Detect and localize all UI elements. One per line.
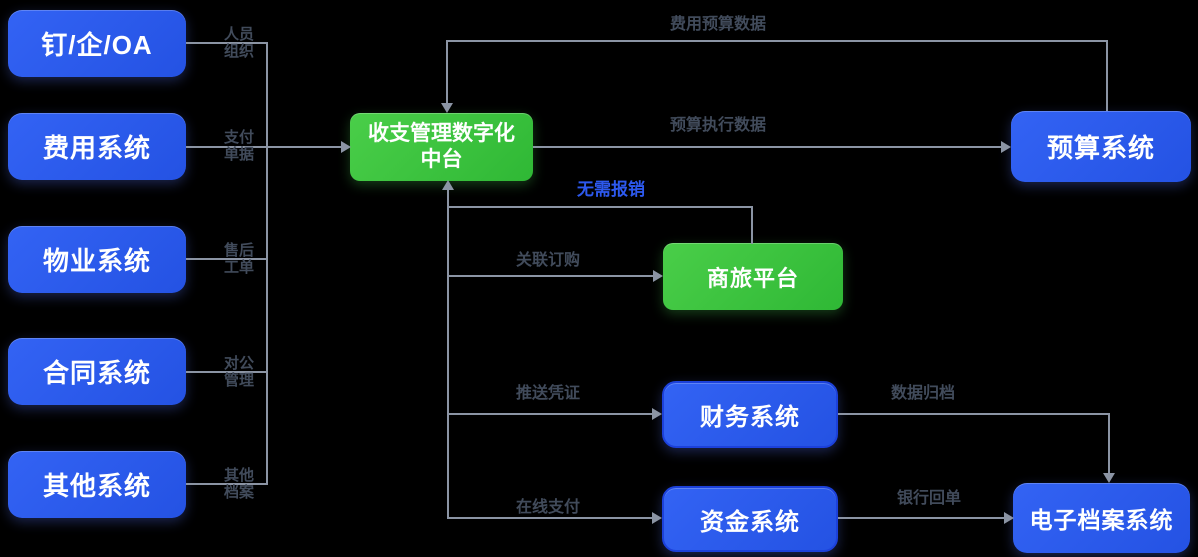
stub-ding-qi-oa (186, 42, 267, 44)
arrowhead-into-center-top (441, 103, 453, 113)
arrowhead-into-treasury-system (652, 512, 662, 524)
stub-label-line1: 其他 (223, 467, 254, 484)
edge-push-voucher (447, 413, 653, 415)
node-travel-platform: 商旅平台 (663, 243, 843, 310)
stub-label-other-archives: 其他 档案 (213, 467, 265, 501)
stub-label-personnel-org: 人员 组织 (213, 26, 265, 60)
node-label-line1: 收支管理数字化 (368, 122, 515, 145)
arrowhead-into-earchive-top (1103, 473, 1115, 483)
stub-property (186, 258, 267, 260)
edge-related-ordering (447, 275, 654, 277)
node-treasury-system: 资金系统 (662, 486, 838, 552)
edge-data-archiving-horizontal (838, 413, 1110, 415)
arrowhead-into-finance-system (652, 408, 662, 420)
edge-fee-budget-vertical-right (1106, 40, 1108, 111)
node-label: 合同系统 (42, 358, 151, 388)
edge-bank-receipt (838, 517, 1005, 519)
node-label: 物业系统 (42, 246, 151, 276)
stub-label-aftersales-workorder: 售后 工单 (213, 242, 265, 276)
edge-label-online-payment: 在线支付 (516, 499, 581, 516)
edge-label-bank-receipt: 银行回单 (897, 490, 962, 507)
node-label: 商旅平台 (706, 265, 799, 291)
stub-label-line1: 售后 (223, 242, 254, 259)
node-label: 电子档案系统 (1029, 507, 1174, 533)
stub-contract (186, 371, 267, 373)
edge-fee-budget-horizontal (446, 40, 1107, 42)
stub-label-line1: 支付 (223, 129, 254, 146)
arrowhead-into-travel-platform (653, 270, 663, 282)
edge-label-data-archiving: 数据归档 (891, 385, 956, 402)
node-finance-system: 财务系统 (662, 381, 838, 448)
stub-label-corporate-mgmt: 对公 管理 (213, 355, 265, 389)
edge-fee-budget-vertical-left (446, 40, 448, 104)
stub-label-line1: 人员 (223, 26, 254, 43)
node-other-system: 其他系统 (8, 451, 186, 518)
node-label: 预算系统 (1046, 133, 1155, 163)
edge-data-archiving-vertical (1108, 413, 1110, 474)
stub-label-line2: 单据 (223, 146, 254, 163)
node-label: 钉/企/OA (41, 30, 153, 60)
node-label: 其他系统 (42, 471, 151, 501)
node-ding-qi-oa: 钉/企/OA (8, 10, 186, 77)
edge-label-fee-budget-data: 费用预算数据 (670, 16, 767, 33)
stub-label-line1: 对公 (223, 355, 254, 372)
node-budget-system: 预算系统 (1011, 111, 1191, 182)
stub-label-line2: 组织 (223, 43, 254, 60)
stub-label-payment-docs: 支付 单据 (213, 129, 265, 163)
node-center-platform: 收支管理数字化 中台 (350, 113, 533, 181)
stub-label-line2: 工单 (223, 259, 254, 276)
edge-budget-execution (533, 146, 1002, 148)
node-earchive-system: 电子档案系统 (1013, 483, 1190, 553)
edge-no-reimbursement-vertical (751, 206, 753, 244)
node-contract-system: 合同系统 (8, 338, 186, 405)
node-property-system: 物业系统 (8, 226, 186, 293)
stub-label-line2: 管理 (223, 372, 254, 389)
edge-label-no-reimbursement: 无需报销 (577, 180, 645, 199)
edge-online-payment (447, 517, 653, 519)
stub-other (186, 483, 267, 485)
arrowhead-into-earchive-left (1004, 512, 1014, 524)
node-label-line2: 中台 (420, 148, 463, 171)
left-trunk-line (266, 42, 268, 485)
node-label: 资金系统 (700, 508, 800, 536)
edge-no-reimbursement-horizontal (447, 206, 753, 208)
arrowhead-into-budget-system (1001, 141, 1011, 153)
edge-label-related-ordering: 关联订购 (516, 252, 581, 269)
arrowhead-into-center-left (341, 141, 351, 153)
edge-label-budget-execution-data: 预算执行数据 (670, 117, 767, 134)
node-label: 财务系统 (700, 404, 800, 431)
arrowhead-into-center-bottom (442, 180, 454, 190)
center-bottom-trunk-line (447, 189, 449, 519)
node-expense-system: 费用系统 (8, 113, 186, 180)
edge-expense-to-center (186, 146, 342, 148)
edge-label-push-voucher: 推送凭证 (516, 385, 581, 402)
node-label: 费用系统 (42, 133, 151, 163)
stub-label-line2: 档案 (223, 484, 254, 501)
